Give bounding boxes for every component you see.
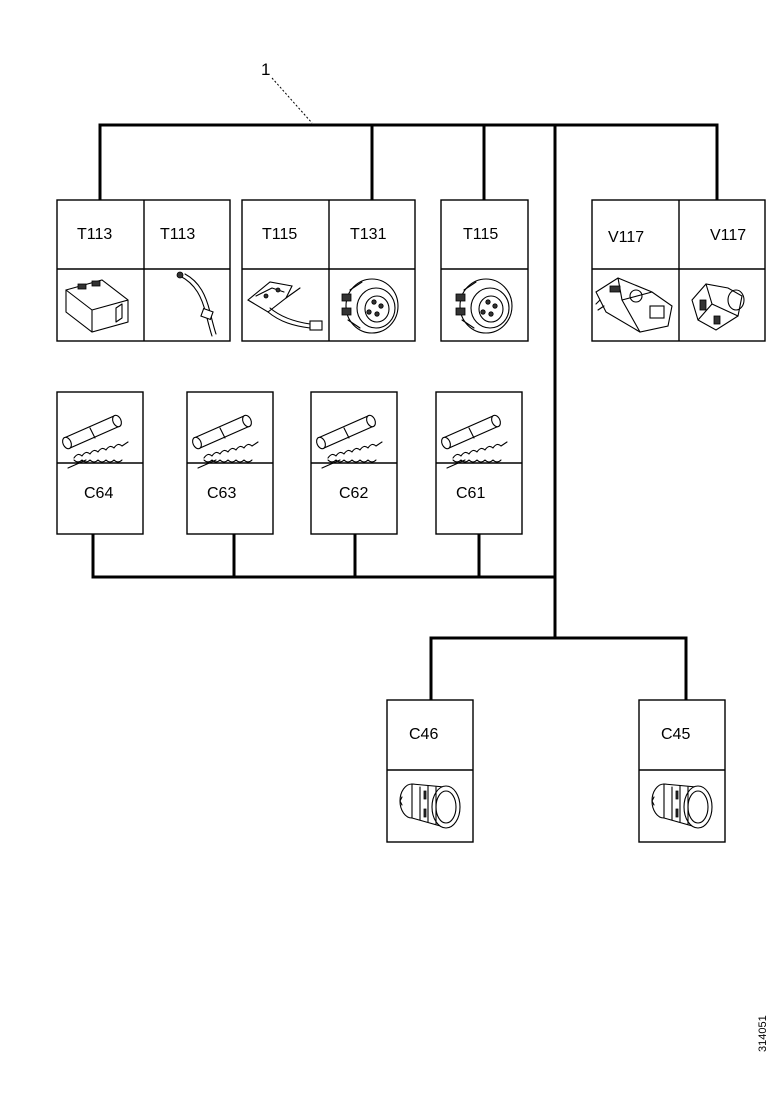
harness-wiring bbox=[91, 123, 719, 702]
component-c62: C62 bbox=[310, 391, 398, 535]
component-group-t113: T113 T113 bbox=[56, 199, 231, 342]
v117-sensor-icon bbox=[691, 283, 745, 331]
label-t113-b: T113 bbox=[160, 226, 195, 243]
label-c45: C45 bbox=[661, 726, 690, 743]
component-c64: C64 bbox=[56, 391, 144, 535]
component-group-t115-t131: T115 T131 bbox=[241, 199, 416, 342]
t115-bracket-icon bbox=[247, 281, 323, 331]
callout-leader-line bbox=[271, 77, 313, 124]
component-group-t115-single: T115 bbox=[440, 199, 529, 342]
label-c46: C46 bbox=[409, 726, 438, 743]
label-t131: T131 bbox=[350, 226, 387, 243]
label-c63: C63 bbox=[207, 485, 236, 502]
t113-connector-icon bbox=[65, 279, 129, 333]
t113-cable-icon bbox=[176, 271, 217, 337]
component-c45: C45 bbox=[638, 699, 726, 843]
component-c63: C63 bbox=[186, 391, 274, 535]
callout-number: 1 bbox=[261, 60, 270, 79]
label-v117-b: V117 bbox=[710, 227, 746, 244]
component-c46: C46 bbox=[386, 699, 474, 843]
callout-1: 1 bbox=[261, 60, 313, 124]
label-t115-a: T115 bbox=[262, 226, 297, 243]
figure-reference-number: 314051 bbox=[757, 1015, 769, 1052]
v117-valve-icon bbox=[595, 277, 673, 333]
component-group-v117: V117 V117 bbox=[591, 199, 766, 342]
label-c62: C62 bbox=[339, 485, 368, 502]
component-c61: C61 bbox=[435, 391, 523, 535]
label-v117-a: V117 bbox=[608, 229, 644, 246]
label-t115-b: T115 bbox=[463, 226, 498, 243]
label-c64: C64 bbox=[84, 485, 113, 502]
label-t113-a: T113 bbox=[77, 226, 112, 243]
label-c61: C61 bbox=[456, 485, 485, 502]
